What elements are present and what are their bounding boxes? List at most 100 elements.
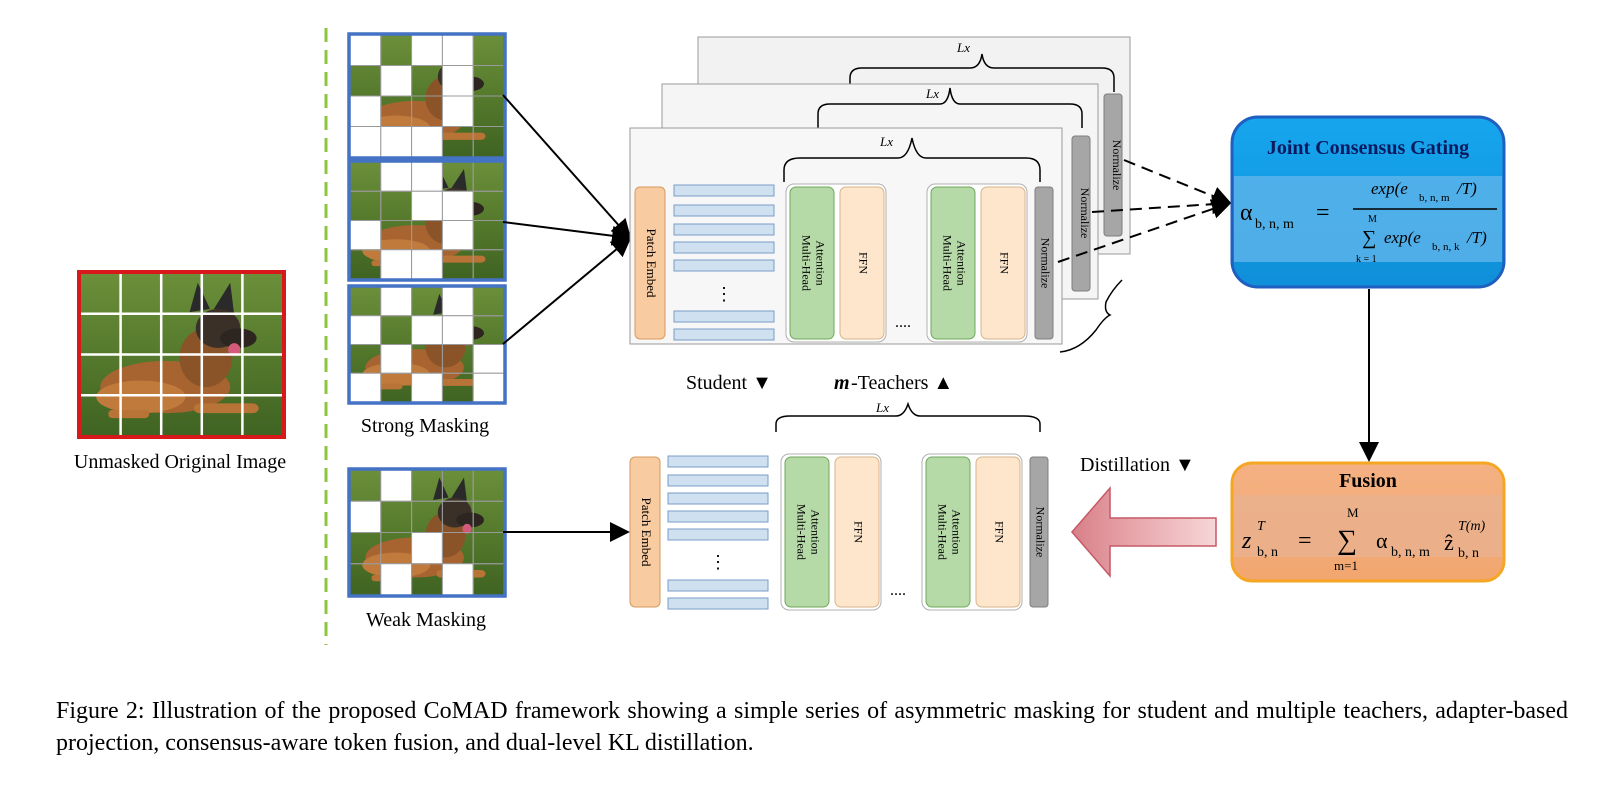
svg-text:Lx: Lx — [879, 134, 893, 149]
bottom-token-4 — [667, 510, 769, 523]
svg-text:Lx: Lx — [956, 40, 970, 55]
distillation-label: Distillation ▼ — [1080, 454, 1195, 476]
teachers-label: m -Teachers ▲ — [834, 372, 953, 394]
strong-masked-image-2 — [347, 159, 507, 282]
weak-masked-image — [347, 467, 507, 598]
svg-text:M: M — [1347, 505, 1359, 520]
svg-text:T: T — [1257, 519, 1266, 534]
svg-text:FFN: FFN — [997, 252, 1011, 274]
svg-text:M: M — [1368, 214, 1377, 225]
bottom-token-3 — [667, 492, 769, 505]
strong-masking-label: Strong Masking — [361, 415, 489, 437]
svg-text:Multi-Head: Multi-Head — [940, 235, 954, 291]
svg-text:α: α — [1240, 200, 1253, 226]
student-lx-label: Lx — [875, 400, 889, 415]
svg-text:b, n, k: b, n, k — [1432, 241, 1460, 253]
top-tokens: ⋮ — [673, 184, 775, 341]
svg-text:/T): /T) — [1466, 228, 1487, 247]
svg-text:Normalize: Normalize — [1038, 238, 1052, 289]
unmasked-label: Unmasked Original Image — [74, 451, 286, 473]
distillation-arrow — [1071, 485, 1217, 579]
svg-text:Multi-Head: Multi-Head — [935, 504, 949, 560]
svg-text:m=1: m=1 — [1334, 558, 1358, 573]
svg-text:Attention: Attention — [954, 240, 968, 285]
strong-masked-image-3 — [347, 284, 507, 405]
fusion-title: Fusion — [1339, 470, 1397, 492]
fusion-box: Fusion z T b, n = M ∑ m=1 α b, n, m ẑ T(… — [1230, 461, 1506, 583]
svg-text:Lx: Lx — [925, 86, 939, 101]
weak-masking-label: Weak Masking — [366, 609, 486, 631]
svg-text:∑: ∑ — [1362, 227, 1376, 249]
gating-title: Joint Consensus Gating — [1267, 137, 1469, 159]
svg-text:exp(e: exp(e — [1384, 228, 1421, 247]
input-arrows — [502, 94, 632, 542]
svg-text:FFN: FFN — [856, 252, 870, 274]
original-image — [77, 270, 286, 439]
bottom-token-5 — [667, 528, 769, 541]
svg-text:Normalize: Normalize — [1110, 140, 1124, 191]
svg-text:⋮: ⋮ — [715, 284, 733, 304]
svg-text:∑: ∑ — [1337, 525, 1357, 556]
svg-text:=: = — [1316, 200, 1330, 226]
bottom-token-6 — [667, 579, 769, 592]
svg-text:FFN: FFN — [992, 521, 1006, 543]
top-token-6 — [673, 310, 775, 323]
top-token-4 — [673, 241, 775, 254]
top-token-7 — [673, 328, 775, 341]
svg-text:m: m — [834, 372, 850, 394]
svg-text:Attention: Attention — [813, 240, 827, 285]
svg-text:b, n: b, n — [1458, 546, 1479, 561]
svg-text:b, n, m: b, n, m — [1255, 217, 1294, 232]
top-patch-embed: Patch Embed — [634, 186, 666, 340]
top-token-1 — [673, 184, 775, 197]
svg-text:exp(e: exp(e — [1371, 179, 1408, 198]
svg-text:b, n, m: b, n, m — [1391, 545, 1430, 560]
svg-text:Attention: Attention — [808, 509, 822, 554]
student-label: Student ▼ — [686, 372, 772, 394]
bottom-token-2 — [667, 474, 769, 487]
gating-box: Joint Consensus Gating α b, n, m = exp(e… — [1230, 115, 1506, 289]
svg-text:⋮: ⋮ — [709, 552, 727, 572]
student-lx-brace — [775, 401, 1041, 432]
svg-text:k = 1: k = 1 — [1356, 254, 1377, 265]
svg-text:T(m): T(m) — [1458, 519, 1486, 534]
bottom-block-ellipsis: .... — [890, 582, 906, 599]
svg-text:z: z — [1241, 528, 1252, 554]
masked-images — [347, 32, 507, 598]
bottom-token-7 — [667, 597, 769, 610]
svg-text:Normalize: Normalize — [1033, 507, 1047, 558]
figure-caption: Figure 2: Illustration of the proposed C… — [56, 698, 1568, 756]
svg-text:b, n, m: b, n, m — [1419, 192, 1450, 204]
svg-text:ẑ: ẑ — [1444, 530, 1454, 555]
bottom-tokens: ⋮ — [667, 455, 769, 610]
svg-text:/T): /T) — [1456, 179, 1477, 198]
framework-diagram: Normalize Lx Normalize Lx Lx Patch Embed… — [74, 28, 1506, 645]
svg-text:Attention: Attention — [949, 509, 963, 554]
gating-arrows — [1057, 159, 1232, 263]
bottom-token-1 — [667, 455, 769, 468]
svg-text:=: = — [1298, 528, 1312, 554]
svg-text:Multi-Head: Multi-Head — [794, 504, 808, 560]
svg-text:-Teachers ▲: -Teachers ▲ — [851, 372, 953, 394]
top-token-5 — [673, 259, 775, 272]
svg-text:FFN: FFN — [851, 521, 865, 543]
top-block-ellipsis: .... — [895, 314, 911, 331]
svg-text:Patch Embed: Patch Embed — [644, 229, 659, 298]
svg-text:Normalize: Normalize — [1078, 188, 1092, 239]
stack-brace — [1059, 279, 1123, 353]
bottom-patch-embed: Patch Embed — [629, 456, 661, 608]
bottom-normalize: Normalize — [1029, 456, 1049, 608]
svg-text:b, n: b, n — [1257, 545, 1278, 560]
top-token-3 — [673, 223, 775, 236]
svg-text:Multi-Head: Multi-Head — [799, 235, 813, 291]
svg-text:α: α — [1376, 528, 1388, 553]
top-token-2 — [673, 204, 775, 217]
strong-masked-image-1 — [347, 32, 507, 160]
svg-text:Patch Embed: Patch Embed — [639, 498, 654, 567]
